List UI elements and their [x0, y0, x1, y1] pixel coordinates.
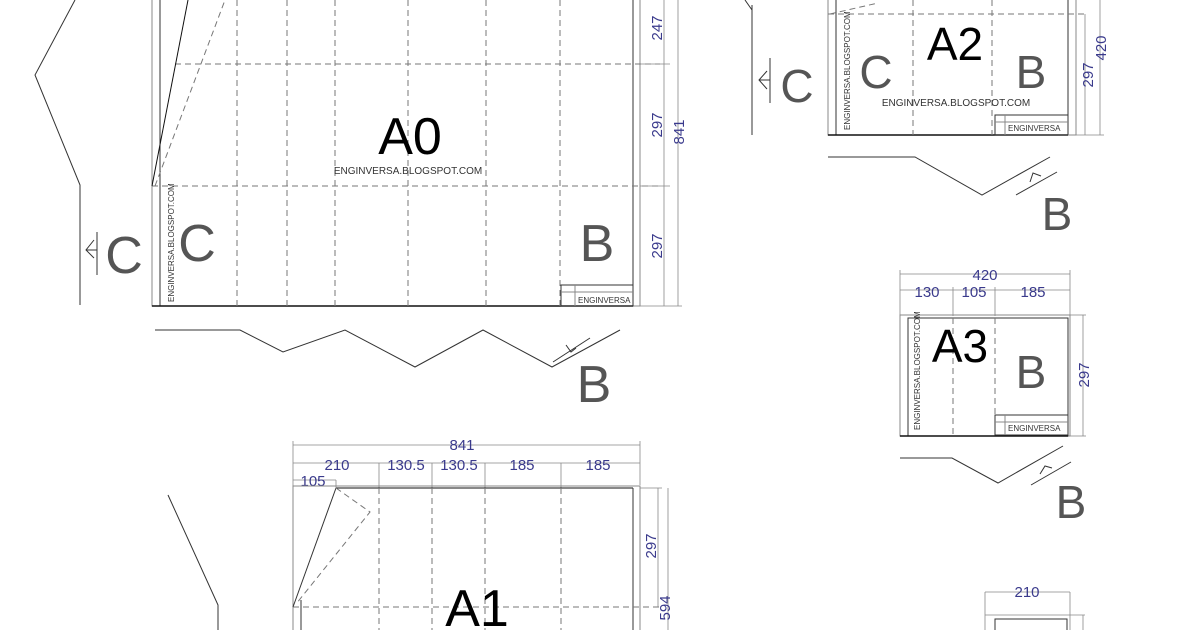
a3-dim-105: 105	[961, 284, 986, 301]
a1-dim-130-5-b: 130.5	[440, 457, 478, 474]
a3-dim-185: 185	[1020, 284, 1045, 301]
a0-dim-247: 247	[649, 15, 666, 40]
a2-sheet: A2 C B ENGINVERSA.BLOGSPOT.COM ENGINVERS…	[744, 0, 1110, 240]
a1-dim-185-a: 185	[509, 457, 534, 474]
a2-front-fold-profile	[828, 156, 1051, 196]
a2-view-b-arrow	[1015, 171, 1058, 196]
a2-view-b: B	[1016, 46, 1047, 98]
a0-label: A0	[378, 108, 442, 166]
a0-vertical-folds	[236, 0, 561, 306]
a2-dim-297: 297	[1080, 62, 1097, 87]
a1-side-fold-profile	[167, 494, 219, 630]
a3-margin-text: ENGINVERSA.BLOGSPOT.COM	[913, 311, 922, 430]
a0-side-fold-profile	[34, 0, 81, 305]
a0-front-view-b: B	[577, 356, 612, 414]
a0-view-c: C	[178, 215, 216, 273]
a2-site-text: ENGINVERSA.BLOGSPOT.COM	[882, 98, 1030, 109]
a0-title-block-text: ENGINVERSA	[578, 296, 631, 305]
a2-side-view-c: C	[780, 60, 813, 112]
a3-dim-130: 130	[914, 284, 939, 301]
a0-site-text: ENGINVERSA.BLOGSPOT.COM	[334, 166, 482, 177]
a0-title-block: ENGINVERSA	[560, 284, 634, 307]
a0-view-c-arrow	[85, 232, 98, 275]
a4-sheet: 210	[984, 584, 1085, 630]
a1-dim-841: 841	[449, 437, 474, 454]
a1-label: A1	[445, 580, 509, 630]
a2-front-view-b: B	[1042, 188, 1073, 240]
a0-side-view-c: C	[105, 227, 143, 285]
a1-dim-594: 594	[657, 595, 674, 620]
a2-title-block-text: ENGINVERSA	[1008, 124, 1061, 133]
a1-dim-185-b: 185	[585, 457, 610, 474]
a1-dim-105: 105	[300, 473, 325, 490]
a2-title-block: ENGINVERSA	[994, 114, 1069, 136]
a3-label: A3	[932, 320, 988, 372]
a3-sheet: 420 130 105 185 A3 B ENGINVERSA.BLOGSPOT…	[899, 267, 1093, 528]
a0-dim-297: 297	[649, 112, 666, 137]
a3-front-fold-profile	[900, 445, 1064, 484]
a2-dim-420: 420	[1093, 35, 1110, 60]
a1-sheet: 841 210 130.5 130.5 185 185 105 A1 297 5…	[167, 437, 674, 630]
a3-view-b: B	[1016, 346, 1047, 398]
a0-sheet: A0 ENGINVERSA.BLOGSPOT.COM C B ENGINVERS…	[34, 0, 688, 414]
a1-dim-130-5-a: 130.5	[387, 457, 425, 474]
a3-view-b-arrow	[1030, 461, 1072, 486]
a3-front-view-b: B	[1056, 476, 1087, 528]
a0-dimensions: 247 297 841 297	[640, 0, 688, 307]
a0-view-b: B	[580, 215, 615, 273]
a0-dim-297-bottom: 297	[649, 233, 666, 258]
a3-dim-420: 420	[972, 267, 997, 284]
a2-label: A2	[927, 18, 983, 70]
a1-dim-297: 297	[643, 533, 660, 558]
a3-dim-297: 297	[1076, 362, 1093, 387]
a0-front-fold-profile	[155, 329, 621, 368]
a0-view-b-arrow	[552, 337, 591, 363]
a1-dim-210: 210	[324, 457, 349, 474]
a0-margin-text: ENGINVERSA.BLOGSPOT.COM	[167, 183, 176, 302]
a2-margin-text: ENGINVERSA.BLOGSPOT.COM	[843, 11, 852, 130]
a4-dim-210: 210	[1014, 584, 1039, 601]
a3-title-block-text: ENGINVERSA	[1008, 424, 1061, 433]
a0-dim-841: 841	[671, 119, 688, 144]
a2-view-c: C	[859, 46, 892, 98]
a3-title-block: ENGINVERSA	[994, 414, 1069, 436]
